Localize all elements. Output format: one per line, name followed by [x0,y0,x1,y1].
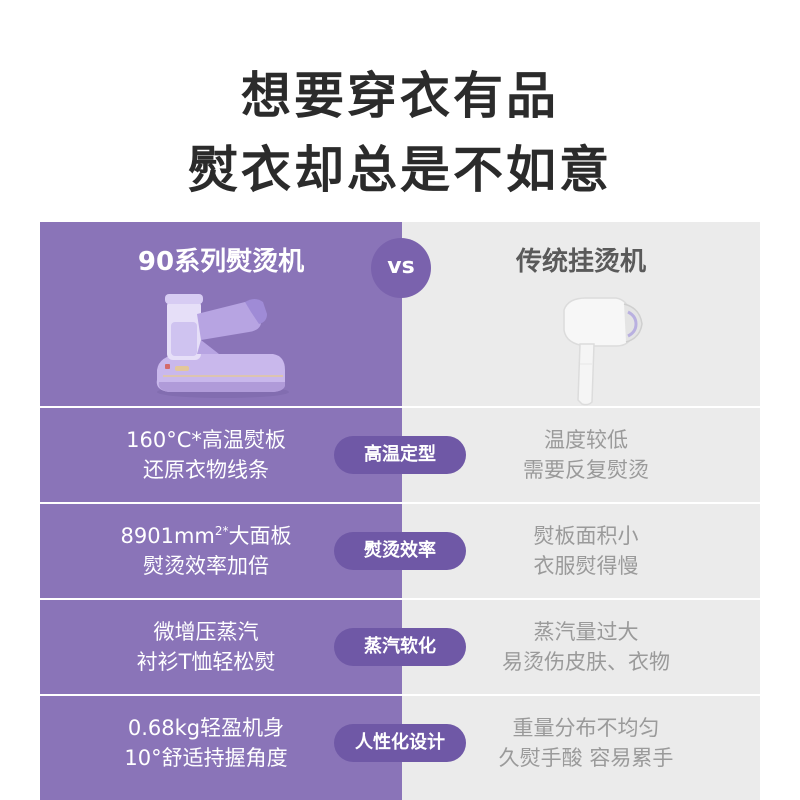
right-feature-line: 温度较低 [544,428,628,452]
right-feature-line: 易烫伤皮肤、衣物 [502,650,670,674]
left-feature-line: 还原衣物线条 [143,458,269,482]
left-cell: 0.68kg轻盈机身 10°舒适持握角度 [40,696,402,790]
right-feature-line: 久熨手酸 容易累手 [498,746,674,770]
right-feature-line: 蒸汽量过大 [533,620,639,644]
left-feature-line: 微增压蒸汽 [153,620,259,644]
right-cell: 温度较低 需要反复熨烫 [402,408,760,502]
garment-steamer-illustration [563,297,643,406]
category-pill: 蒸汽软化 [334,628,466,666]
comparison-row-efficiency: 8901mm2*大面板 熨烫效率加倍 熨板面积小 衣服熨得慢 熨烫效率 [40,504,760,598]
category-pill: 高温定型 [334,436,466,474]
left-feature-line: 0.68kg轻盈机身 [127,716,285,740]
area-value: 8901mm [120,524,215,548]
right-feature-line: 重量分布不均匀 [512,716,660,740]
category-pill: 熨烫效率 [334,532,466,570]
right-cell: 重量分布不均匀 久熨手酸 容易累手 [402,696,760,790]
comparison-row-high-temp: 160°C*高温熨板 还原衣物线条 温度较低 需要反复熨烫 高温定型 [40,408,760,502]
right-feature-line: 需要反复熨烫 [523,458,649,482]
right-product-title: 传统挂烫机 [515,247,646,277]
area-superscript: 2* [214,524,229,538]
category-pill: 人性化设计 [334,724,466,762]
left-cell: 微增压蒸汽 衬衫T恤轻松熨 [40,600,402,694]
row-divider [40,502,760,504]
right-cell: 蒸汽量过大 易烫伤皮肤、衣物 [402,600,760,694]
right-cell: 熨板面积小 衣服熨得慢 [402,504,760,598]
headline-line-1: 想要穿衣有品 [241,67,559,125]
left-cell: 8901mm2*大面板 熨烫效率加倍 [40,504,402,598]
right-feature-line: 熨板面积小 [533,524,639,548]
comparison-table: 90系列熨烫机 传统挂烫机 vs 160°C*高温熨板 还原衣物线条 温度较低 … [40,222,760,800]
vs-badge: vs [371,238,431,298]
left-product-title: 90系列熨烫机 [137,247,305,277]
comparison-row-steam: 微增压蒸汽 衬衫T恤轻松熨 蒸汽量过大 易烫伤皮肤、衣物 蒸汽软化 [40,600,760,694]
row-divider [40,694,760,696]
comparison-row-ergonomics: 0.68kg轻盈机身 10°舒适持握角度 重量分布不均匀 久熨手酸 容易累手 人… [40,696,760,790]
left-feature-line: 衬衫T恤轻松熨 [136,650,276,674]
right-feature-line: 衣服熨得慢 [533,554,639,578]
left-feature-line: 10°舒适持握角度 [124,746,288,770]
left-feature-line: 熨烫效率加倍 [143,554,269,578]
row-divider [40,406,760,408]
row-divider [40,598,760,600]
headline-line-2: 熨衣却总是不如意 [188,141,612,199]
left-feature-line: 160°C*高温熨板 [126,428,286,452]
steam-iron-illustration [156,294,289,398]
left-cell: 160°C*高温熨板 还原衣物线条 [40,408,402,502]
area-suffix: 大面板 [228,524,292,548]
left-feature-line: 8901mm2*大面板 [121,521,322,551]
